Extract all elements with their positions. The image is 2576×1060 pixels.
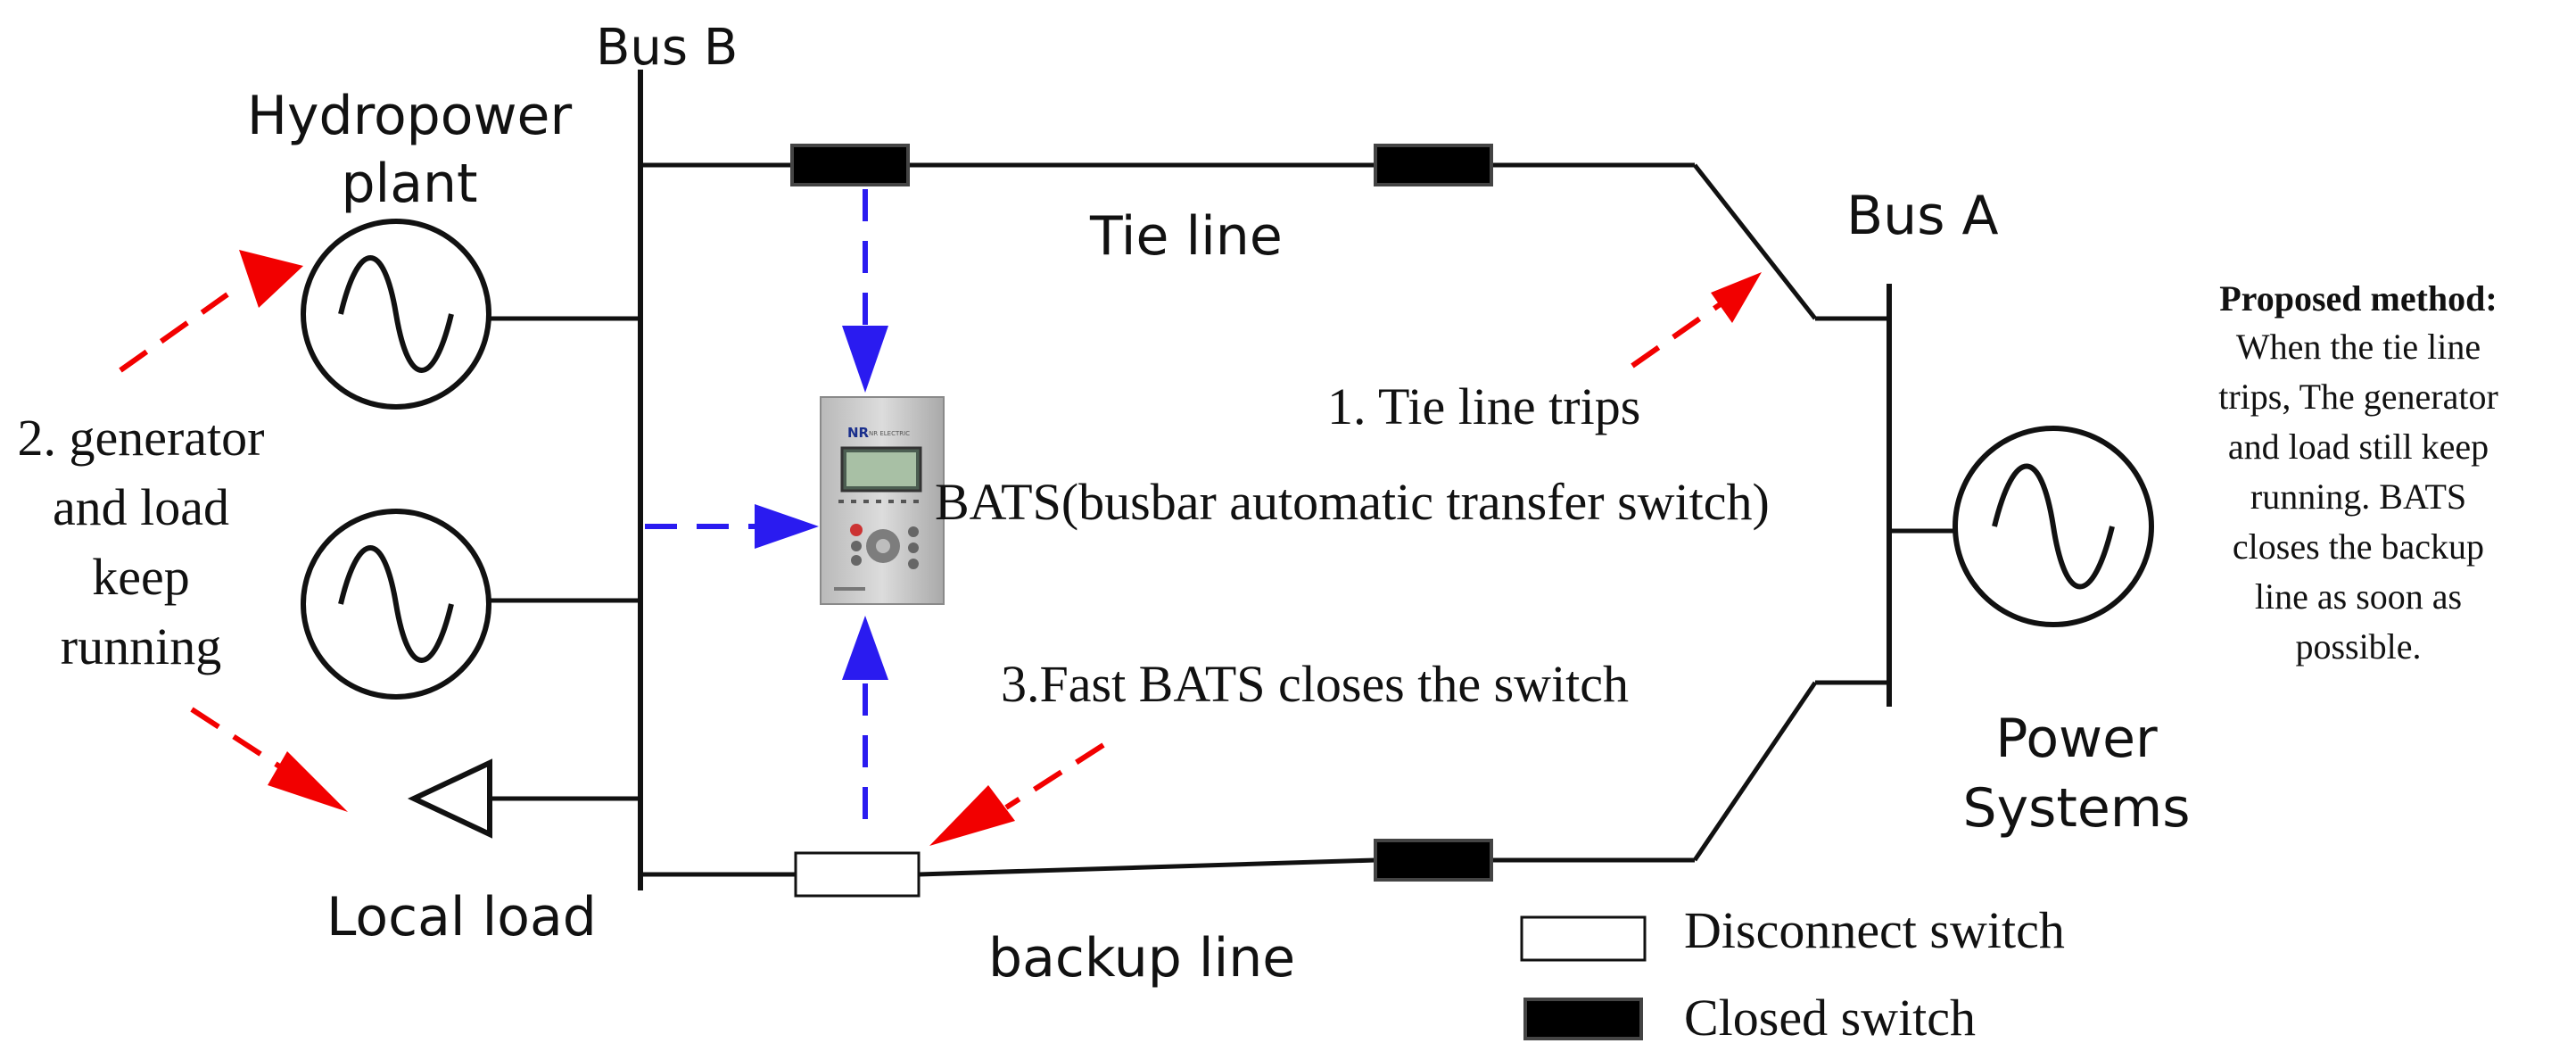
legend-disconnect-label: Disconnect switch <box>1684 901 2065 959</box>
step2-label-line1: 2. generator <box>18 409 265 467</box>
bats-device-icon: NR NR ELECTRIC <box>820 396 945 605</box>
backup-line <box>640 680 1889 877</box>
device-brand: NR ELECTRIC <box>869 430 910 437</box>
red-arrow-to-backup-switch <box>929 742 1105 846</box>
method-line: possible. <box>2295 626 2421 667</box>
tie-line-label: Tie line <box>1089 205 1283 268</box>
method-line: line as soon as <box>2255 576 2462 617</box>
red-arrow-to-generator <box>119 250 303 373</box>
bats-label: BATS(busbar automatic transfer switch) <box>935 473 1770 531</box>
step1-label: 1. Tie line trips <box>1327 377 1640 435</box>
legend: Disconnect switch Closed switch <box>1520 901 2065 1047</box>
backup-line-closed-switch <box>1374 839 1493 882</box>
local-load-label: Local load <box>326 886 597 948</box>
method-line: running. BATS <box>2250 476 2466 517</box>
method-line: trips, The generator <box>2218 377 2498 417</box>
generator-icon <box>1889 426 2154 627</box>
legend-disconnect-switch-swatch <box>1520 915 1647 962</box>
hydropower-label-line1: Hydropower <box>247 85 573 147</box>
tie-line-closed-switch-right <box>1374 144 1493 186</box>
red-arrow-to-load <box>190 707 348 812</box>
load-triangle-icon <box>407 758 640 839</box>
backup-line-disconnect-switch <box>794 851 921 898</box>
step2-label-line4: running <box>61 617 221 675</box>
proposed-method-text: Proposed method: When the tie line trips… <box>2218 278 2498 667</box>
power-systems-label-line2: Systems <box>1963 777 2191 840</box>
generator-icon <box>301 219 640 410</box>
tie-line-closed-switch-left <box>790 144 910 186</box>
backup-line-label: backup line <box>988 927 1295 990</box>
device-logo: NR <box>847 425 870 441</box>
method-title: Proposed method: <box>2219 278 2497 319</box>
red-arrow-tie-line-trips <box>1631 272 1762 369</box>
step2-label-line2: and load <box>53 478 229 536</box>
bus-a-label: Bus A <box>1846 185 1999 247</box>
hydropower-label-line2: plant <box>341 153 477 215</box>
blue-signal-arrow-bottom <box>842 616 888 819</box>
method-line: and load still keep <box>2228 426 2489 467</box>
power-systems-label-line1: Power <box>1995 708 2158 770</box>
step3-label: 3.Fast BATS closes the switch <box>1001 655 1629 713</box>
legend-closed-switch-swatch <box>1523 998 1643 1040</box>
blue-signal-arrow-top <box>842 189 888 393</box>
bus-b-label: Bus B <box>596 19 738 77</box>
step2-label-line3: keep <box>92 548 190 606</box>
method-line: When the tie line <box>2236 327 2481 367</box>
method-line: closes the backup <box>2233 526 2484 567</box>
generator-icon <box>301 509 640 700</box>
blue-signal-arrow-left <box>645 504 819 549</box>
legend-closed-label: Closed switch <box>1684 989 1976 1047</box>
